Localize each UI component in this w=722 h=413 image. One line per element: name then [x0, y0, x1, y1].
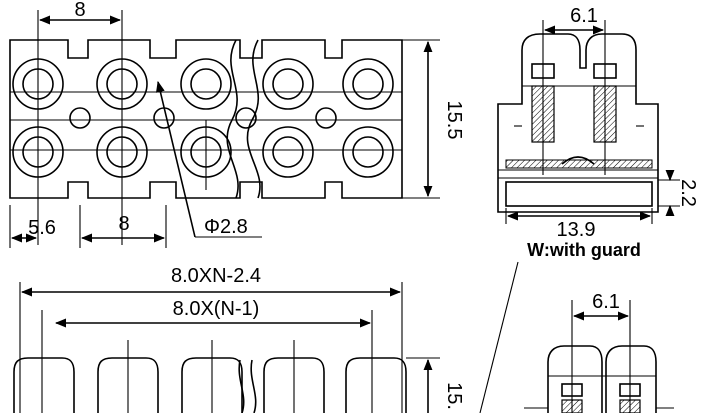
- hole-leader: Φ2.8: [155, 80, 262, 238]
- edge-dimension: 5.6: [9, 205, 167, 248]
- terminal-ring: [180, 58, 232, 110]
- edge-label: 5.6: [28, 217, 56, 239]
- side-view-caption: W:with guard: [527, 240, 641, 260]
- terminal-ring: [342, 126, 394, 178]
- side-width-dimension: 6.1: [543, 5, 605, 35]
- terminal-ring: [262, 126, 314, 178]
- caption-leader: [479, 261, 519, 413]
- side-2-width-dimension: 6.1: [572, 291, 630, 321]
- front-height-label: 15.: [443, 382, 465, 410]
- pitch-dimension-top: 8: [38, 0, 122, 25]
- front-view: 8.0XN-2.4 8.0X(N-1) 15.: [13, 265, 465, 413]
- side-view-2: 6.1: [524, 291, 674, 413]
- base-width-dimension: 13.9: [505, 208, 653, 241]
- overall-dimension: 8.0XN-2.4: [20, 265, 402, 297]
- pitch-total-label: 8.0X(N-1): [173, 298, 260, 320]
- side-2-width-label: 6.1: [592, 291, 620, 313]
- base-height-label: 2.2: [677, 179, 699, 207]
- overall-label: 8.0XN-2.4: [171, 265, 261, 287]
- terminal-ring: [342, 58, 394, 110]
- top-view: 8 15.5 5.6 8 Φ2.8: [9, 0, 465, 248]
- front-height-dimension: 15.: [406, 357, 465, 413]
- pitch-label-top: 8: [74, 0, 85, 21]
- side-view: 6.1 13.9 2.2 W:with guard: [497, 5, 699, 260]
- pitch-total-dimension: 8.0X(N-1): [54, 298, 372, 328]
- side-width-label: 6.1: [570, 5, 598, 27]
- height-dimension: 15.5: [402, 39, 465, 199]
- mounting-holes: [69, 107, 337, 129]
- pitch-dimension-bottom: 8: [80, 213, 166, 243]
- terminal-ring: [262, 58, 314, 110]
- hole-label: Φ2.8: [204, 216, 248, 238]
- base-width-label: 13.9: [557, 219, 596, 241]
- height-label: 15.5: [443, 101, 465, 140]
- pitch-label-bottom: 8: [118, 213, 129, 235]
- terminal-housings: [13, 357, 407, 413]
- base-height-dimension: 2.2: [658, 169, 699, 217]
